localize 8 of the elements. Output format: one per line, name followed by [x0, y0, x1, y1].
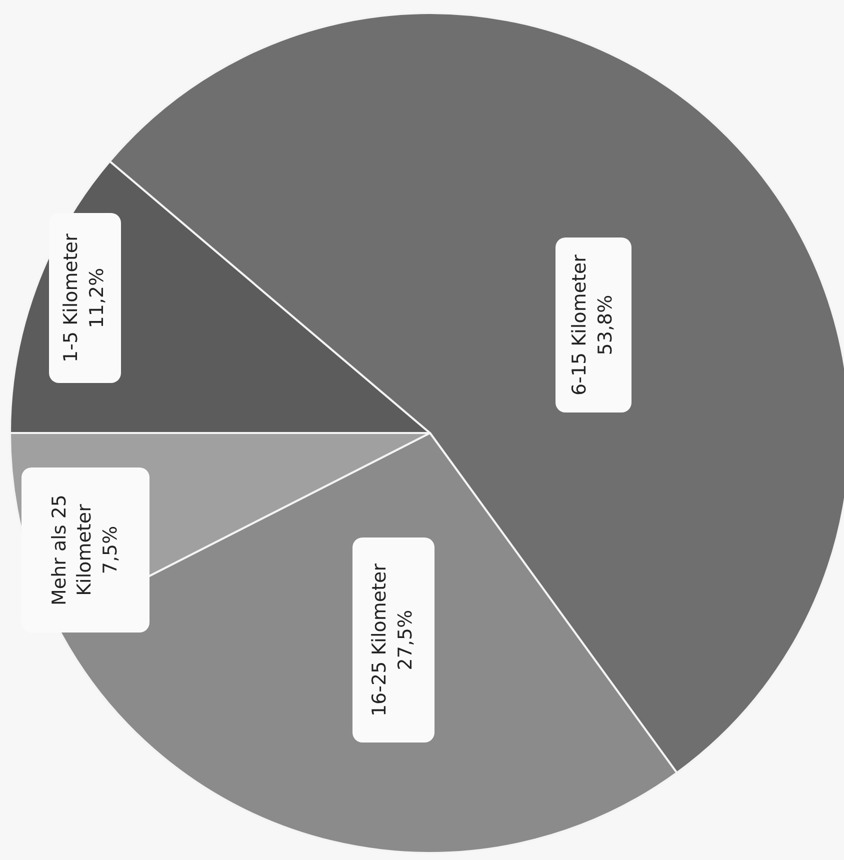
category-label: Mehr als 25 Kilometer: [46, 494, 96, 608]
category-label: 6-15 Kilometer: [567, 254, 592, 396]
category-label: 1-5 Kilometer: [59, 234, 84, 362]
value-label: 53,8%: [593, 294, 617, 356]
value-label: 7,5%: [98, 526, 122, 574]
value-label: 11,2%: [85, 268, 109, 328]
category-label: 16-25 Kilometer: [367, 563, 392, 717]
value-label: 27,5%: [393, 610, 417, 670]
